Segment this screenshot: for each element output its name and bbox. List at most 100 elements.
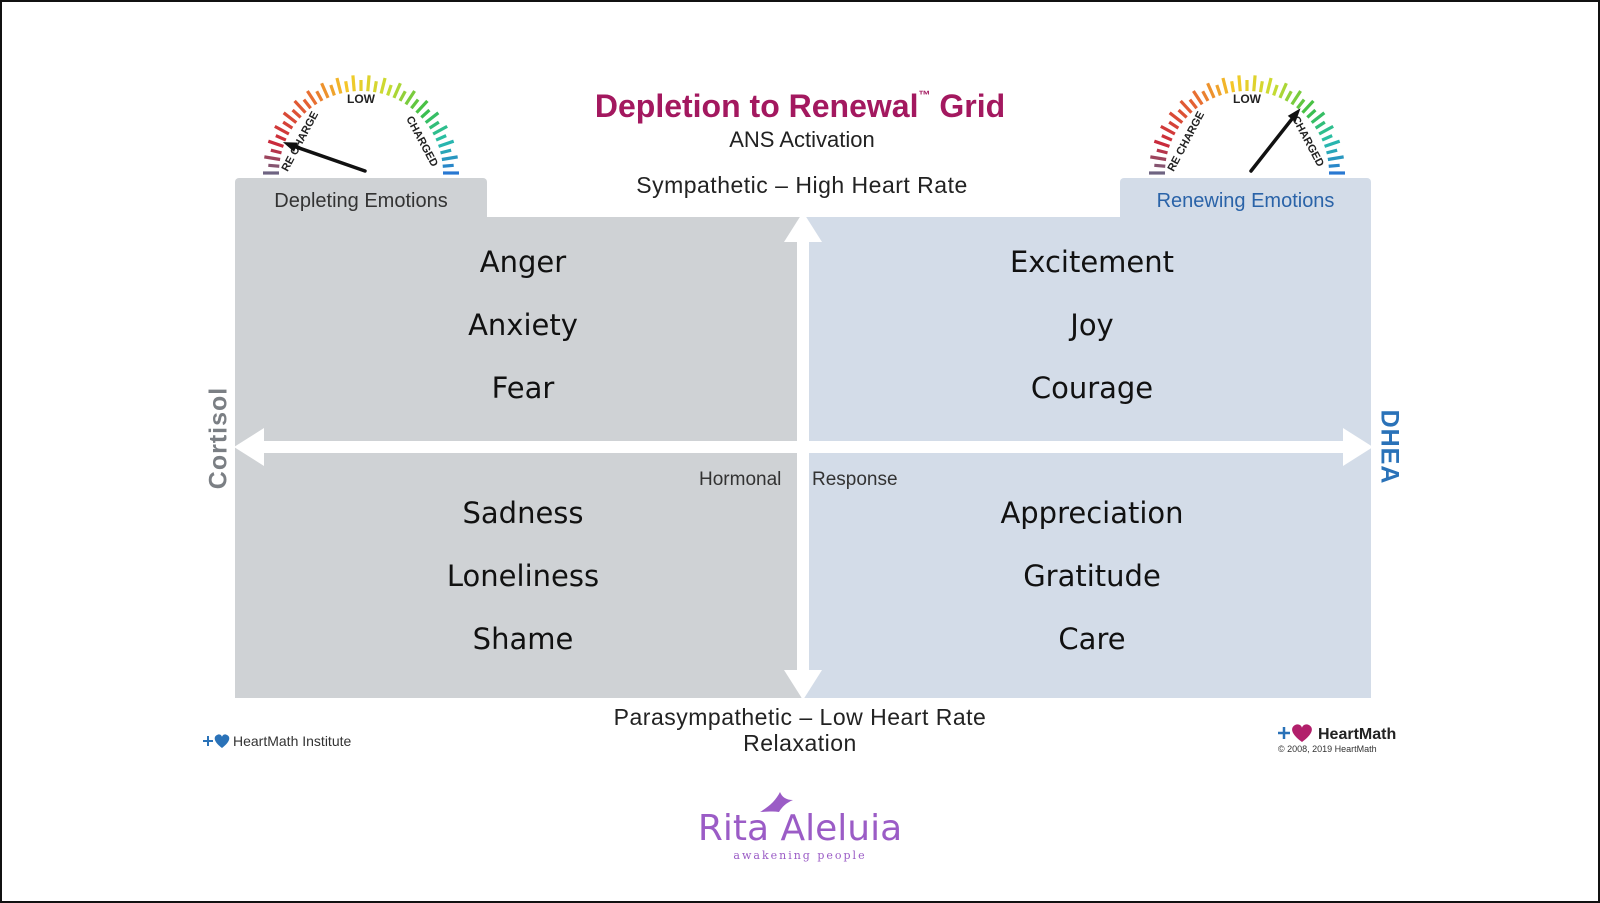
gauge-tick	[1221, 77, 1229, 94]
sympathetic-label: Sympathetic – High Heart Rate	[636, 172, 968, 198]
gauge-charged-label: CHARGED	[1289, 114, 1326, 169]
gauge-tick	[1156, 148, 1168, 155]
gauge-needle-head	[282, 142, 298, 152]
gauge-tick	[329, 84, 336, 96]
emotion-joy: Joy	[1070, 308, 1114, 342]
depleting-emotions-tab: Depleting Emotions	[235, 178, 487, 218]
emotion-gratitude: Gratitude	[1023, 559, 1161, 593]
emotion-care: Care	[1058, 622, 1126, 656]
diagram-title: Depletion to Renewal™ Grid	[595, 88, 1005, 125]
gauge-tick	[442, 163, 454, 168]
gauge-tick	[306, 90, 318, 106]
gauge-tick	[1258, 81, 1264, 93]
renewing-quadrant	[801, 217, 1371, 698]
gauge-needle-icon	[1249, 111, 1299, 173]
gauge-tick	[1201, 90, 1210, 102]
gauge-tick	[274, 124, 290, 136]
gauge-tick	[344, 81, 350, 93]
gauge-tick	[335, 77, 343, 94]
heartmath-brand-name: HeartMath	[1318, 726, 1396, 743]
renewing-emotions-label: Renewing Emotions	[1156, 190, 1335, 212]
gauge-tick	[320, 82, 330, 99]
gauge-tick	[302, 98, 312, 110]
gauge-tick	[1306, 108, 1317, 119]
gauge-tick	[438, 139, 455, 148]
institute-name: HeartMath Institute	[233, 733, 351, 749]
gauge-recharge-label: RE CHARGE	[1166, 110, 1208, 174]
rita-aleluia-logo: Rita Aleluia awakening people	[698, 792, 902, 862]
gauge-tick	[351, 75, 356, 92]
trademark-mark: ™	[918, 88, 931, 103]
gauge-tick	[1160, 124, 1176, 136]
gauge-tick	[1215, 84, 1222, 96]
gauge-tick	[1310, 111, 1326, 124]
emotion-fear: Fear	[491, 371, 555, 405]
gauge-tick	[1153, 139, 1170, 148]
renewing-emotions-tab: Renewing Emotions	[1120, 178, 1371, 218]
gauge-tick	[293, 99, 307, 114]
depleting-emotions-label: Depleting Emotions	[274, 190, 448, 212]
gauge-tick	[1318, 124, 1334, 136]
response-label: Response	[812, 469, 898, 490]
plus-icon	[1278, 727, 1290, 739]
gauge-tick	[372, 81, 378, 93]
hormonal-label: Hormonal	[699, 469, 782, 490]
gauge-tick	[275, 134, 287, 142]
gauge-tick	[420, 108, 431, 119]
emotion-sadness: Sadness	[462, 496, 584, 530]
gauge-tick	[415, 99, 429, 114]
gauge-tick	[379, 77, 387, 94]
gauge-tick	[398, 90, 407, 102]
gauge-tick	[440, 148, 452, 155]
gauge-tick	[404, 90, 416, 106]
signature-tagline: awakening people	[733, 849, 866, 862]
gauge-tick	[432, 124, 448, 136]
gauge-needle-icon	[286, 142, 367, 173]
gauge-tick	[1314, 120, 1326, 130]
gauge-tick	[1188, 98, 1198, 110]
gauge-tick	[268, 163, 280, 168]
gauge-tick	[1326, 148, 1338, 155]
gauge-tick	[1237, 75, 1242, 92]
gauge-tick	[1296, 98, 1306, 110]
gauge-tick	[386, 84, 393, 96]
gauge-tick	[366, 75, 371, 92]
gauge-recharge-label: RE CHARGE	[280, 110, 322, 174]
emotion-excitement: Excitement	[1009, 245, 1175, 279]
gauge-tick	[1327, 155, 1344, 162]
depleting-quadrant	[235, 217, 801, 698]
gauge-tick	[267, 139, 284, 148]
diagram-subtitle: ANS Activation	[729, 127, 875, 152]
gauge-tick	[1177, 108, 1188, 119]
gauge-tick	[392, 82, 402, 99]
gauge-tick	[1179, 99, 1193, 114]
bird-icon	[760, 792, 793, 812]
gauge-low-label: LOW	[347, 92, 376, 106]
title-main: Depletion to Renewal	[594, 88, 919, 124]
gauge-needle-head	[1287, 108, 1301, 123]
gauge-tick	[1278, 82, 1288, 99]
copyright-text: © 2008, 2019 HeartMath	[1278, 744, 1377, 754]
gauge-low-label: LOW	[1233, 92, 1262, 106]
gauge-tick	[1230, 81, 1236, 93]
gauge-tick	[1150, 155, 1167, 162]
gauge-tick	[270, 148, 282, 155]
gauge-tick	[435, 134, 447, 142]
right-charge-gauge: LOW RE CHARGE CHARGED	[1149, 75, 1345, 175]
plus-icon	[203, 736, 213, 746]
gauge-tick	[1265, 77, 1273, 94]
heart-icon	[214, 734, 230, 748]
gauge-tick	[1328, 163, 1340, 168]
gauge-tick	[1161, 134, 1173, 142]
gauge-tick	[410, 98, 420, 110]
gauge-tick	[1324, 139, 1341, 148]
heart-icon	[1292, 724, 1312, 742]
emotion-courage: Courage	[1030, 371, 1154, 405]
gauge-tick	[1321, 134, 1333, 142]
vertical-arrow	[784, 212, 822, 700]
gauge-tick	[1168, 120, 1180, 130]
gauge-tick	[1206, 82, 1216, 99]
gauge-tick	[1154, 163, 1166, 168]
